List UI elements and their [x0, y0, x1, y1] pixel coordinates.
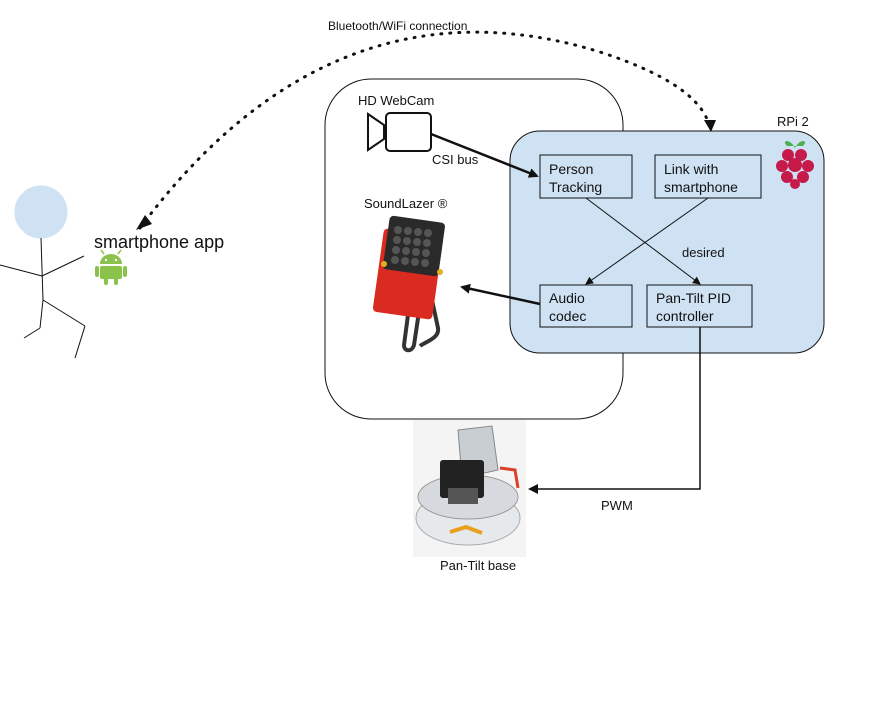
arrow-pwm: [528, 327, 701, 494]
arrow-link-to-audio: [585, 197, 709, 285]
pid-controller-text: Pan-Tilt PID controller: [656, 290, 731, 324]
arrow-tracking-to-pid: [585, 197, 701, 285]
soundlazer-image: [372, 215, 445, 353]
rpi-label: RPi 2: [777, 114, 809, 129]
arrow-audio-to-soundlazer: [460, 283, 541, 306]
bluetooth-arrowhead-right: [704, 120, 716, 132]
soundlazer-label: SoundLazer ®: [364, 196, 448, 211]
android-icon: [95, 249, 127, 285]
desired-label: desired: [682, 245, 725, 260]
audio-codec-text: Audio codec: [549, 290, 587, 324]
pan-tilt-image: [413, 420, 526, 557]
rpi-region: [509, 130, 825, 354]
bluetooth-wifi-link: [138, 30, 712, 230]
stick-figure: [0, 185, 86, 359]
raspberry-pi-icon: [776, 141, 814, 189]
audio-codec-box: [539, 284, 633, 328]
pwm-label: PWM: [601, 498, 633, 513]
bluetooth-arrowhead-left: [136, 215, 152, 230]
app-label: smartphone app: [94, 232, 225, 252]
webcam-icon: [367, 112, 432, 152]
webcam-label: HD WebCam: [358, 93, 435, 108]
link-smartphone-text: Link with smartphone: [664, 161, 738, 195]
person-tracking-text: Person Tracking: [549, 161, 603, 195]
arrow-csi-bus: [430, 132, 539, 178]
connection-label: Bluetooth/WiFi connection: [328, 19, 468, 33]
pantilt-base-label: Pan-Tilt base: [440, 558, 517, 573]
csi-bus-label: CSI bus: [432, 152, 479, 167]
